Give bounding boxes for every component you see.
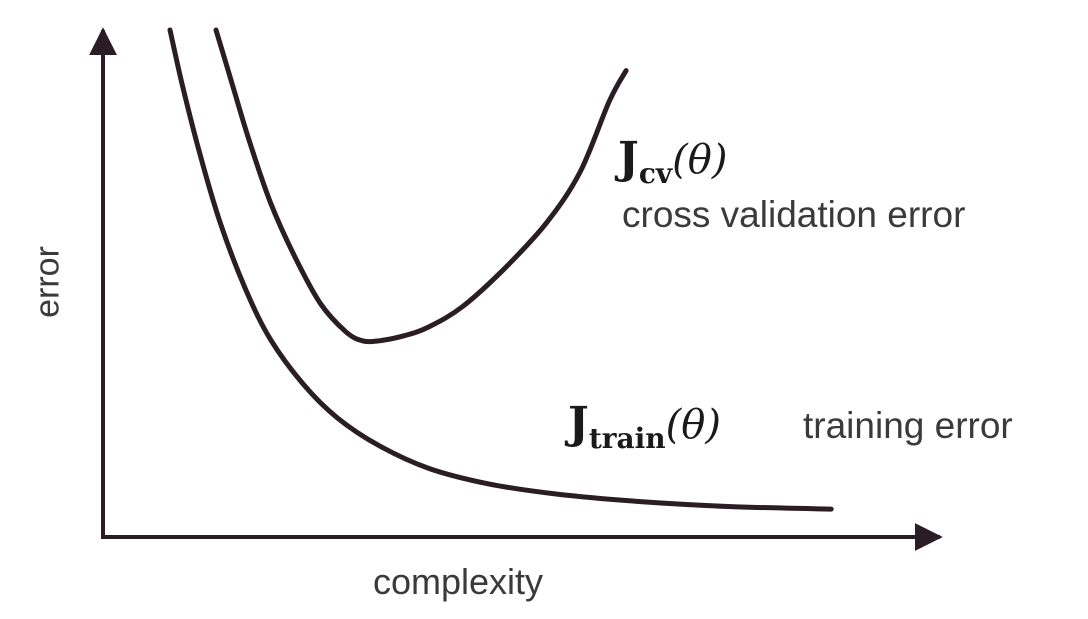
training-error-description: training error bbox=[803, 405, 1013, 446]
cv-error-curve bbox=[213, 27, 629, 345]
train-subscript: train bbox=[588, 422, 666, 455]
train-symbol: J bbox=[568, 398, 589, 449]
cv-error-description: cross validation error bbox=[622, 194, 966, 235]
cv-argument: (θ) bbox=[672, 137, 728, 183]
train-argument: (θ) bbox=[665, 402, 721, 448]
y-axis-label: error bbox=[28, 246, 67, 318]
cv-error-formula: Jcv(θ) bbox=[618, 133, 728, 188]
x-axis-label: complexity bbox=[372, 561, 544, 602]
training-error-curve bbox=[167, 27, 834, 512]
cv-symbol: J bbox=[618, 133, 639, 184]
cv-subscript: cv bbox=[638, 157, 673, 190]
training-error-formula: Jtrain(θ) bbox=[568, 398, 721, 453]
